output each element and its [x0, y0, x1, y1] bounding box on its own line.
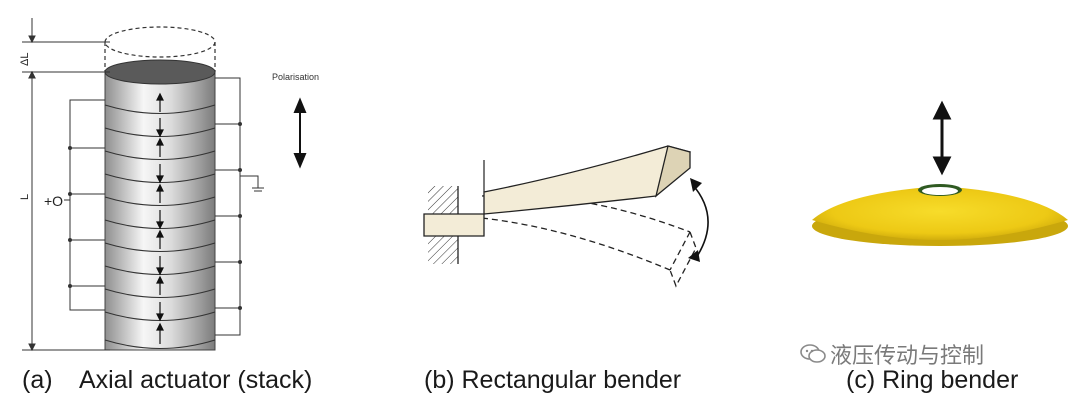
plus-terminal-label: +O — [44, 193, 63, 209]
expanded-top-outline — [104, 26, 216, 58]
piezo-stack-top — [104, 59, 216, 85]
ring-bender-hole-light — [922, 187, 958, 195]
ring-bender-diagram — [812, 100, 1068, 246]
dimension-lines — [22, 18, 110, 352]
bender-beam-top — [483, 145, 692, 215]
polarisation-arrow-icon — [293, 97, 307, 169]
rectangular-bender-diagram — [423, 145, 709, 288]
caption-rectangular-bender: (b) Rectangular bender — [424, 366, 682, 394]
caption-axial-actuator: (a) Axial actuator (stack) — [22, 366, 313, 394]
vertical-motion-arrow — [932, 100, 952, 176]
left-junction-dots — [68, 146, 72, 288]
watermark: 液压传动与控制 — [800, 338, 984, 370]
length-label: L — [19, 194, 31, 200]
left-electrode-wiring — [64, 99, 105, 311]
bending-motion-arrow — [691, 183, 709, 259]
axial-actuator-diagram: +O ΔL L Polarisation — [19, 18, 319, 352]
wechat-icon — [800, 343, 826, 363]
disc-polarisation-arrows — [156, 92, 164, 344]
right-electrode-wiring — [215, 77, 264, 336]
caption-ring-bender: (c) Ring bender — [846, 366, 1019, 394]
polarisation-label: Polarisation — [272, 72, 319, 82]
delta-l-label: ΔL — [19, 53, 31, 66]
bender-beam-end — [654, 145, 691, 198]
watermark-text: 液压传动与控制 — [830, 344, 985, 369]
bender-beam-base — [423, 213, 485, 237]
ring-bender-disc — [812, 188, 1068, 240]
right-junction-dots — [238, 122, 242, 310]
